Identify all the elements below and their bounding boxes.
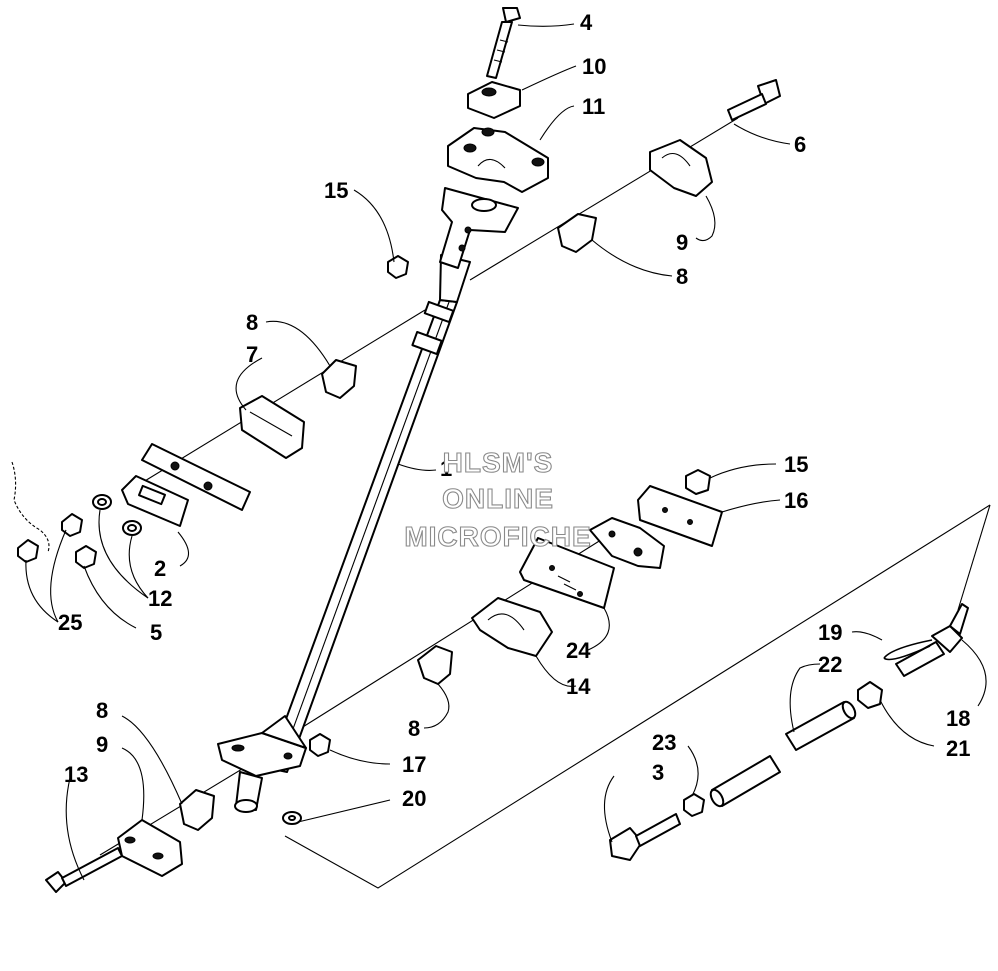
- nut-5: [75, 545, 97, 569]
- bolt-6: [727, 79, 781, 121]
- tie-rod-sleeve-22: [785, 700, 857, 751]
- clamp-11: [447, 127, 549, 193]
- callout-12: 12: [148, 586, 172, 611]
- washer-12b: [122, 520, 142, 536]
- callout-20: 20: [402, 786, 426, 811]
- clamp-10: [467, 81, 521, 119]
- callout-9-lower: 9: [96, 732, 108, 757]
- watermark-line-3: MICROFICHE: [404, 521, 591, 552]
- callout-24: 24: [566, 638, 591, 663]
- callout-23: 23: [652, 730, 676, 755]
- callout-11: 11: [582, 94, 605, 119]
- steering-arm-bracket: [589, 517, 665, 569]
- callout-16: 16: [784, 488, 808, 513]
- watermark: HLSM'S ONLINE MICROFICHE: [404, 446, 591, 552]
- watermark-line-2: ONLINE: [442, 483, 554, 514]
- callout-8-bottom: 8: [96, 698, 108, 723]
- callout-14: 14: [566, 674, 591, 699]
- shim-strip: [141, 443, 251, 511]
- callout-22: 22: [818, 652, 842, 677]
- callout-1: 1: [440, 456, 452, 481]
- bushing-8-mid: [321, 359, 357, 399]
- plate-24: [519, 537, 615, 609]
- plate-2: [121, 475, 189, 527]
- jam-nut-21: [857, 681, 883, 709]
- clamp-14: [471, 597, 553, 657]
- bolt-13: [45, 847, 123, 893]
- nut-15-upper: [387, 255, 409, 279]
- nut-left-a: [61, 513, 83, 537]
- callout-8-mid: 8: [246, 310, 258, 335]
- clamp-9-lower: [117, 819, 183, 877]
- callout-17: 17: [402, 752, 426, 777]
- washer-20: [282, 811, 302, 825]
- leader-lines: [25, 23, 991, 881]
- callout-15-upper: 15: [324, 178, 348, 203]
- callout-8-lower: 8: [408, 716, 420, 741]
- tie-rod-23: [709, 755, 781, 808]
- nut-25: [17, 539, 39, 563]
- clamp-9-upper: [649, 139, 713, 197]
- clamp-7: [239, 395, 305, 459]
- cotter-pin-19: [883, 639, 933, 661]
- callout-5: 5: [150, 620, 162, 645]
- steering-post: [217, 187, 519, 813]
- nut-15-lower: [685, 469, 711, 495]
- callout-25: 25: [58, 610, 82, 635]
- callout-15-lower: 15: [784, 452, 808, 477]
- callout-3: 3: [652, 760, 664, 785]
- callout-18: 18: [946, 706, 970, 731]
- bolt-4: [486, 7, 521, 79]
- callout-4: 4: [580, 10, 593, 35]
- callout-8-upper: 8: [676, 264, 688, 289]
- callout-10: 10: [582, 54, 606, 79]
- jam-nut-23: [683, 793, 705, 817]
- callout-6: 6: [794, 132, 806, 157]
- watermark-line-1: HLSM'S: [443, 447, 554, 478]
- plate-16: [637, 485, 723, 547]
- bushing-8-bottom: [179, 789, 215, 831]
- callout-21: 21: [946, 736, 970, 761]
- cable-left: [11, 461, 50, 553]
- callout-2: 2: [154, 556, 166, 581]
- callout-13: 13: [64, 762, 88, 787]
- callout-labels: 4 10 11 6 15 9 8 8 7 1 15 16 2 12 25 5 2…: [58, 10, 970, 811]
- callout-7: 7: [246, 342, 258, 367]
- callout-19: 19: [818, 620, 842, 645]
- bushing-8-upper: [557, 213, 597, 253]
- tie-rod-end-3: [609, 813, 681, 861]
- callout-9-upper: 9: [676, 230, 688, 255]
- nut-17: [309, 733, 331, 757]
- washer-12a: [92, 494, 112, 510]
- bushing-8-lower: [417, 645, 453, 685]
